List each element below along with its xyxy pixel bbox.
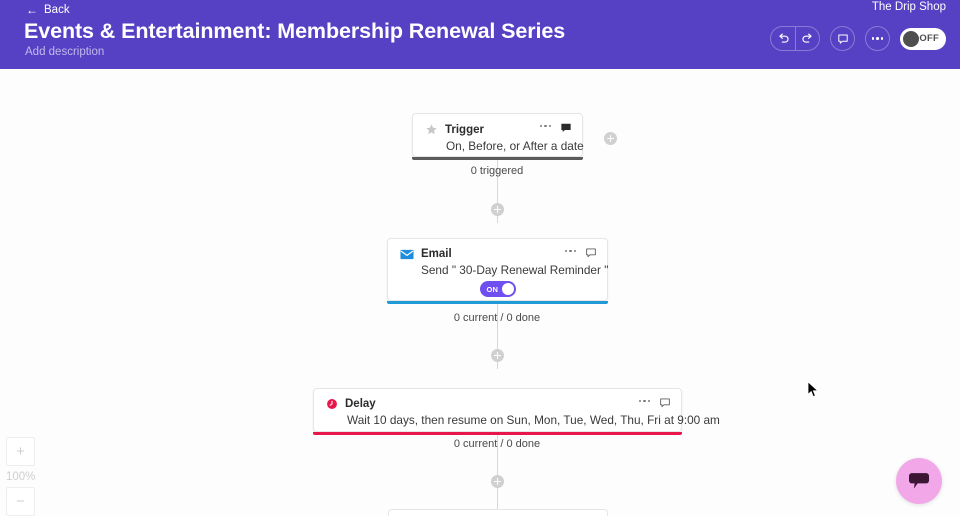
undo-button[interactable] — [771, 27, 795, 50]
node-stat-delay: 0 current / 0 done — [453, 438, 541, 450]
node-actions — [638, 397, 672, 409]
support-chat-button[interactable] — [896, 458, 942, 504]
node-detail-text: On, Before, or After a date — [446, 139, 584, 153]
zoom-controls: + 100% − — [6, 437, 35, 516]
add-step-button-2[interactable] — [491, 349, 504, 362]
node-detail-text: Wait 10 days, then resume on Sun, Mon, T… — [347, 413, 720, 427]
back-button-label: Back — [44, 4, 70, 16]
star-icon — [426, 124, 437, 135]
add-step-button-1[interactable] — [491, 203, 504, 216]
chat-bubble-icon — [909, 473, 929, 489]
mouse-cursor — [807, 380, 820, 404]
node-header: Email — [388, 239, 607, 260]
undo-redo-group — [770, 26, 820, 51]
comment-filled-icon[interactable] — [560, 122, 572, 134]
comment-outline-icon[interactable] — [585, 247, 597, 259]
connector-line-3 — [497, 426, 498, 509]
node-menu-button[interactable] — [539, 124, 551, 132]
zoom-level-label: 100% — [6, 471, 36, 483]
arrow-left-icon: ← — [26, 3, 38, 17]
connector-line-1 — [497, 155, 498, 223]
power-toggle-label: OFF — [919, 33, 939, 44]
node-menu-button[interactable] — [564, 249, 576, 257]
node-accent-bar — [412, 157, 583, 160]
node-type-label: Email — [421, 248, 452, 260]
node-menu-button[interactable] — [638, 399, 650, 407]
workflow-canvas[interactable]: Trigger On, Before, or After a date 0 tr… — [0, 69, 960, 516]
workflow-node-partial[interactable] — [388, 509, 608, 516]
redo-arrow-icon — [802, 33, 812, 43]
node-actions — [564, 247, 598, 259]
workflow-node-delay[interactable]: Delay Wait 10 days, then resume on Sun, … — [313, 388, 720, 435]
workflow-node-email[interactable]: Email Send " 30-Day Renewal Reminder " O… — [387, 238, 609, 304]
back-button[interactable]: ← Back — [26, 0, 70, 20]
node-actions — [539, 122, 573, 134]
clock-icon — [327, 399, 337, 409]
node-header: Delay — [314, 389, 681, 410]
envelope-icon — [400, 249, 414, 259]
redo-button[interactable] — [795, 27, 819, 50]
app-header: ← Back Events & Entertainment: Membershi… — [0, 0, 960, 69]
email-toggle-label: ON — [486, 284, 499, 294]
node-accent-bar — [313, 432, 682, 435]
comment-outline-icon[interactable] — [659, 397, 671, 409]
node-type-label: Delay — [345, 398, 376, 410]
comment-bubble-icon — [837, 33, 848, 44]
node-stat-trigger: 0 triggered — [470, 165, 524, 177]
add-branch-button[interactable] — [604, 132, 617, 145]
workflow-power-toggle[interactable]: OFF — [900, 27, 946, 50]
header-comment-button[interactable] — [830, 26, 855, 51]
header-more-button[interactable] — [865, 26, 890, 51]
undo-arrow-icon — [778, 33, 789, 43]
add-step-button-3[interactable] — [491, 475, 504, 488]
email-enabled-toggle[interactable]: ON — [479, 281, 516, 297]
add-description-link[interactable]: Add description — [25, 46, 105, 58]
zoom-in-button[interactable]: + — [6, 437, 35, 466]
toggle-knob — [501, 283, 514, 295]
node-detail-text: Send " 30-Day Renewal Reminder " — [421, 263, 609, 277]
zoom-out-button[interactable]: − — [6, 487, 35, 516]
more-horizontal-icon — [871, 37, 884, 40]
workflow-node-trigger[interactable]: Trigger On, Before, or After a date — [412, 113, 584, 160]
node-header: Trigger — [413, 114, 582, 136]
account-name: The Drip Shop — [871, 1, 946, 13]
node-type-label: Trigger — [445, 123, 484, 136]
node-accent-bar — [387, 301, 608, 304]
toggle-knob — [903, 30, 919, 47]
node-stat-email: 0 current / 0 done — [453, 312, 541, 324]
page-title: Events & Entertainment: Membership Renew… — [24, 19, 566, 43]
connector-line-2 — [497, 301, 498, 369]
header-controls: OFF — [770, 26, 946, 51]
